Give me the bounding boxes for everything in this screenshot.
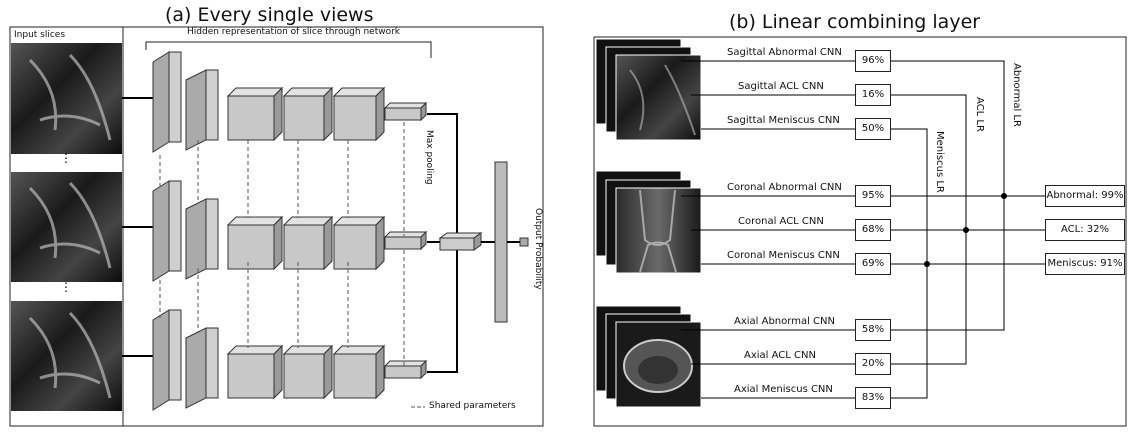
shared-parameter-lines [159, 122, 405, 366]
cnn-probability-box: 96% [855, 50, 891, 72]
output-acl-box: ACL: 32% [1045, 219, 1125, 241]
conv-layer-4-block [282, 344, 334, 400]
conv-layer-5-block [332, 215, 386, 271]
cnn-probability-box: 68% [855, 219, 891, 241]
acl-lr-label: ACL LR [974, 97, 985, 132]
conv-layer-2-block [185, 198, 219, 280]
conv-layer-5-block [332, 344, 386, 400]
pool-output-block [383, 359, 428, 380]
conv-layer-3-block [226, 344, 284, 400]
cnn-probability-box: 50% [855, 118, 891, 140]
cnn-probability-box: 69% [855, 253, 891, 275]
ellipsis-dots: ⋮ [60, 280, 72, 294]
axial-slice-stack [595, 305, 702, 408]
conv-layer-4-block [282, 86, 334, 142]
cnn-probability-box: 20% [855, 353, 891, 375]
cnn-label: Sagittal Meniscus CNN [727, 115, 840, 126]
pooled-feature-block [438, 232, 483, 251]
conv-layer-1-block [152, 309, 182, 411]
conv-layer-3-block [226, 86, 284, 142]
meniscus-lr-label: Meniscus LR [934, 131, 945, 193]
sagittal-slice-stack [595, 38, 702, 141]
input-slice-image-3 [11, 301, 122, 411]
cnn-probability-box: 58% [855, 319, 891, 341]
input-slices-label: Input slices [14, 30, 66, 40]
cnn-label: Coronal Abnormal CNN [727, 182, 842, 193]
coronal-slice-stack [595, 170, 702, 274]
cnn-layer-blocks [152, 51, 428, 411]
cnn-connection-lines [681, 60, 855, 399]
conv-layer-3-block [226, 215, 284, 271]
cnn-probability-box: 95% [855, 185, 891, 207]
cnn-label: Axial ACL CNN [744, 350, 816, 361]
output-meniscus-box: Meniscus: 91% [1045, 253, 1125, 275]
cnn-label: Axial Abnormal CNN [734, 316, 835, 327]
shared-parameters-label: Shared parameters [429, 401, 516, 411]
output-probability-node [519, 237, 529, 247]
cnn-label: Sagittal ACL CNN [738, 81, 824, 92]
cnn-probability-box: 16% [855, 84, 891, 106]
panel-a-title: (a) Every single views [165, 4, 374, 26]
pool-output-block [383, 230, 428, 251]
hidden-representation-label: Hidden representation of slice through n… [187, 27, 401, 37]
abnormal-lr-label: Abnormal LR [1011, 63, 1022, 127]
conv-layer-4-block [282, 215, 334, 271]
input-slice-image-1 [11, 43, 122, 154]
cnn-label: Sagittal Abnormal CNN [727, 47, 842, 58]
cnn-probability-box: 83% [855, 387, 891, 409]
conv-layer-2-block [185, 69, 219, 151]
ellipsis-dots: ⋮ [60, 151, 72, 165]
pool-output-block [383, 101, 428, 122]
conv-layer-1-block [152, 180, 182, 282]
cnn-label: Coronal Meniscus CNN [727, 250, 840, 261]
cnn-label: Axial Meniscus CNN [734, 384, 833, 395]
conv-layer-1-block [152, 51, 182, 153]
cnn-label: Coronal ACL CNN [738, 216, 824, 227]
input-slice-image-2 [11, 172, 122, 282]
output-abnormal-box: Abnormal: 99% [1045, 185, 1125, 207]
conv-layer-5-block [332, 86, 386, 142]
conv-layer-2-block [185, 327, 219, 409]
panel-b-title: (b) Linear combining layer [729, 11, 981, 33]
